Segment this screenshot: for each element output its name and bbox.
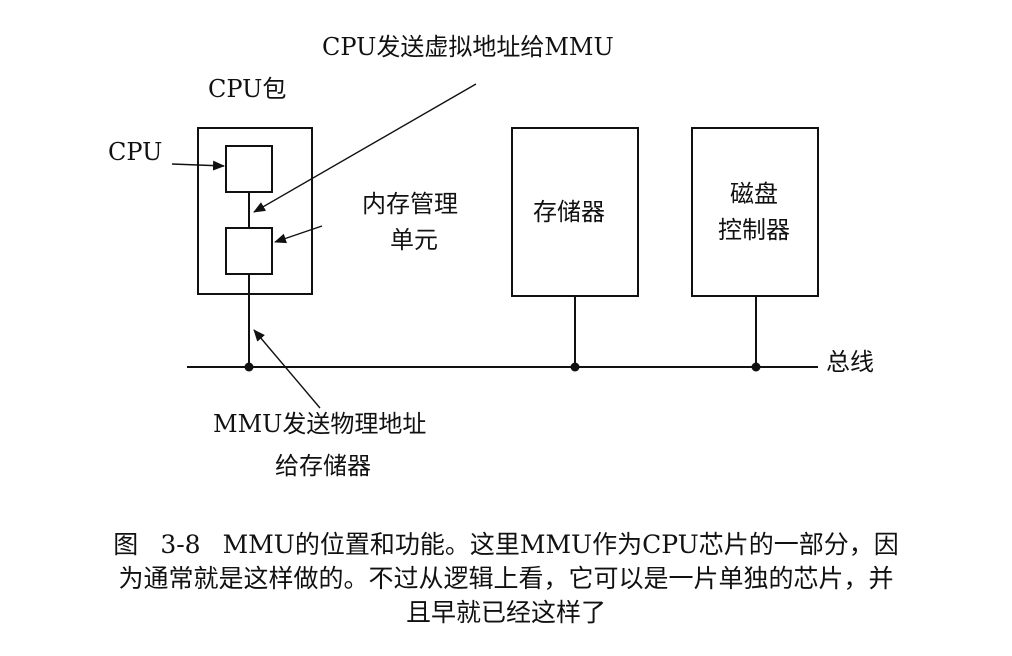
cpu-sends-virtual-address-label: CPU发送虚拟地址给MMU	[322, 33, 614, 61]
caption-line-3: 且早就已经这样了	[405, 598, 606, 627]
disk-controller-label-line1: 磁盘	[730, 180, 778, 208]
figure-number: 3-8	[160, 530, 201, 559]
bus-junction-disk	[751, 362, 761, 372]
bus-label: 总线	[826, 348, 874, 376]
cpu-package-box	[197, 127, 313, 295]
disk-controller-box	[691, 127, 819, 297]
mmu-pointer-arrow	[274, 225, 323, 244]
memory-label: 存储器	[533, 198, 605, 226]
caption-line-1: 图 3-8 MMU的位置和功能。这里MMU作为CPU芯片的一部分，因	[0, 528, 1012, 562]
cpu-pointer-arrow	[171, 160, 225, 171]
bus-junction-memory	[570, 362, 580, 372]
mmu-label-line1: 内存管理	[362, 190, 458, 218]
mmu-diagram: CPU发送虚拟地址给MMU CPU包 CPU 内存管理 单元 存储器 磁盘 控制…	[108, 33, 874, 480]
figure-prefix: 图	[113, 530, 139, 559]
caption-line-2: 为通常就是这样做的。不过从逻辑上看，它可以是一片单独的芯片，并	[118, 564, 894, 593]
mmu-label-line2: 单元	[390, 226, 438, 254]
physical-address-pointer-arrow	[253, 329, 321, 409]
disk-controller-label-line2: 控制器	[718, 216, 790, 244]
mmu-box	[225, 227, 273, 275]
mmu-sends-physical-label-line1: MMU发送物理地址	[213, 410, 426, 438]
mmu-sends-physical-label-line2: 给存储器	[275, 452, 371, 480]
virtual-address-pointer-arrow	[253, 83, 477, 213]
figure-caption: 图 3-8 MMU的位置和功能。这里MMU作为CPU芯片的一部分，因 为通常就是这样…	[0, 528, 1012, 630]
caption-text-line1: MMU的位置和功能。这里MMU作为CPU芯片的一部分，因	[222, 530, 899, 559]
cpu-box	[225, 145, 273, 193]
cpu-package-label: CPU包	[208, 75, 286, 103]
bus-junction-mmu	[244, 362, 254, 372]
cpu-label: CPU	[108, 138, 162, 166]
